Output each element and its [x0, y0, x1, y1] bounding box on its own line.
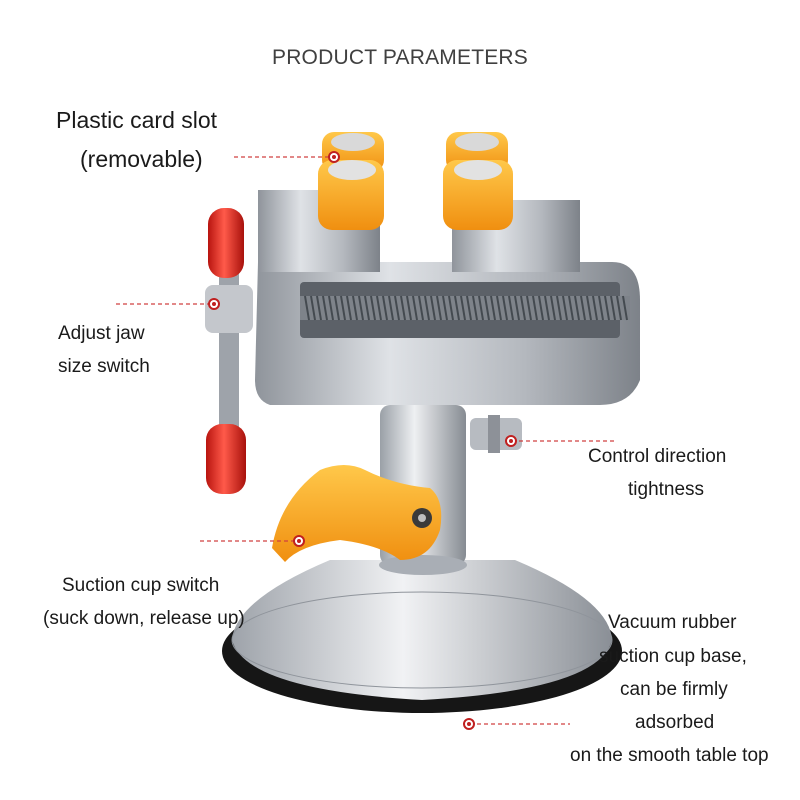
screw-thread — [412, 295, 418, 321]
screw-thread — [526, 295, 532, 321]
screw-thread — [616, 295, 622, 321]
screw-thread — [586, 295, 592, 321]
screw-thread — [496, 295, 502, 321]
screw-thread — [478, 295, 484, 321]
screw-thread — [334, 295, 340, 321]
screw-thread — [436, 295, 442, 321]
screw-thread — [520, 295, 526, 321]
screw-thread — [490, 295, 496, 321]
label-vacuum-base-line3: can be firmly — [620, 679, 728, 700]
screw-thread — [316, 295, 322, 321]
screw-thread — [598, 295, 604, 321]
screw-thread — [406, 295, 412, 321]
screw-thread — [346, 295, 352, 321]
screw-thread — [622, 295, 628, 321]
screw-thread — [310, 295, 316, 321]
screw-thread — [472, 295, 478, 321]
screw-thread — [394, 295, 400, 321]
screw-thread — [430, 295, 436, 321]
screw-thread — [484, 295, 490, 321]
screw-thread — [358, 295, 364, 321]
screw-thread — [556, 295, 562, 321]
screw-thread — [538, 295, 544, 321]
screw-thread — [568, 295, 574, 321]
screw-thread — [322, 295, 328, 321]
screw-thread — [574, 295, 580, 321]
annotation-markers — [208, 151, 517, 730]
screw-thread — [610, 295, 616, 321]
label-adjust-jaw-line2: size switch — [58, 356, 150, 377]
screw-thread — [424, 295, 430, 321]
screw-thread — [448, 295, 454, 321]
screw-thread — [376, 295, 382, 321]
label-control-direction-line1: Control direction — [588, 446, 727, 467]
label-control-direction-line2: tightness — [628, 479, 705, 500]
screw-thread — [460, 295, 466, 321]
screw-thread — [466, 295, 472, 321]
screw-thread — [328, 295, 334, 321]
page-title: PRODUCT PARAMETERS — [271, 46, 529, 69]
plastic-card-slots — [318, 132, 513, 230]
label-suction-switch-line2: (suck down, release up) — [43, 608, 245, 629]
screw-thread — [340, 295, 346, 321]
screw-thread — [562, 295, 568, 321]
suction-lever — [272, 465, 442, 562]
screw-thread — [304, 295, 310, 321]
label-plastic-card-slot-line2: (removable) — [80, 146, 203, 172]
screw-thread — [352, 295, 358, 321]
screw-thread — [550, 295, 556, 321]
label-suction-switch-line1: Suction cup switch — [62, 575, 220, 596]
screw-thread — [442, 295, 448, 321]
screw-thread — [418, 295, 424, 321]
adjust-handle — [205, 208, 253, 494]
label-plastic-card-slot-line1: Plastic card slot — [56, 107, 218, 133]
label-vacuum-base-line1: Vacuum rubber — [608, 612, 737, 633]
screw-thread — [532, 295, 538, 321]
label-vacuum-base-line2: suction cup base, — [599, 646, 747, 667]
screw-thread — [580, 295, 586, 321]
screw-thread — [454, 295, 460, 321]
label-vacuum-base-line4: adsorbed — [635, 712, 715, 733]
screw-thread — [370, 295, 376, 321]
lead-screw — [300, 295, 630, 321]
screw-thread — [508, 295, 514, 321]
screw-thread — [544, 295, 550, 321]
screw-thread — [514, 295, 520, 321]
screw-thread — [388, 295, 394, 321]
screw-thread — [592, 295, 598, 321]
suction-cup-base — [232, 560, 612, 700]
screw-thread — [400, 295, 406, 321]
screw-thread — [364, 295, 370, 321]
screw-thread — [502, 295, 508, 321]
label-adjust-jaw-line1: Adjust jaw — [58, 323, 145, 344]
screw-thread — [382, 295, 388, 321]
annotation-leaders — [116, 156, 614, 725]
screw-thread — [604, 295, 610, 321]
label-vacuum-base-line5: on the smooth table top — [570, 745, 769, 766]
